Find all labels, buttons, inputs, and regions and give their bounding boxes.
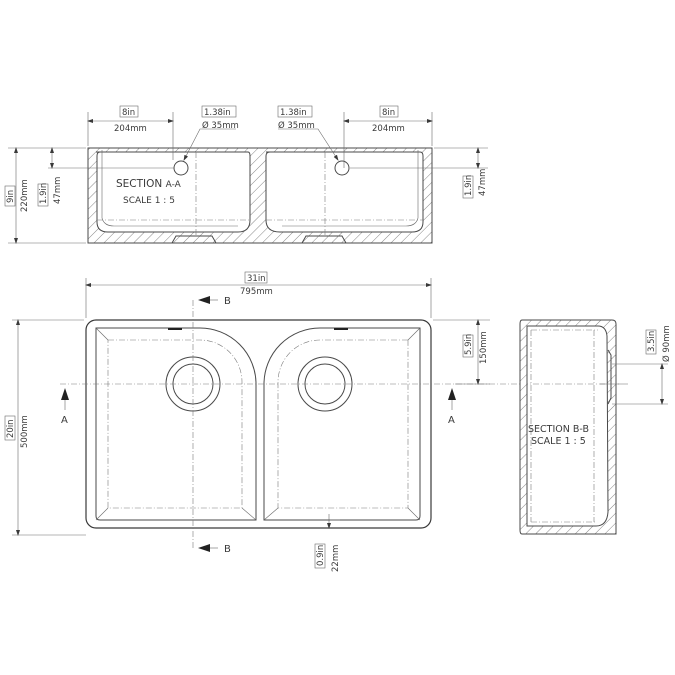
left-hole-depth-in: 1.9in: [39, 183, 49, 204]
sink-outline: [85, 319, 432, 529]
section-a-a-scale: SCALE 1 : 5: [123, 196, 175, 206]
overall-width-mm: 795mm: [240, 287, 273, 297]
left-hole-in: 1.38in: [204, 108, 231, 118]
bottom-mm: 22mm: [331, 545, 341, 572]
section-b-b-title: SECTION B-B: [528, 424, 589, 435]
overflow-hole-left: [173, 160, 189, 176]
right-width-mm: 204mm: [372, 124, 405, 134]
section-marker-b-top: B: [224, 296, 231, 307]
section-a-a-title: SECTION A-A: [116, 178, 182, 190]
right-width-in: 8in: [382, 108, 395, 118]
height-mm: 220mm: [20, 179, 30, 212]
left-hole-mm: Ø 35mm: [202, 120, 239, 131]
right-hole-mm: Ø 35mm: [278, 120, 315, 131]
section-b-b-view: SECTION B-B SCALE 1 : 5 3.5in Ø 90mm: [519, 319, 672, 535]
drain-offset-in: 5.9in: [464, 334, 474, 355]
right-hole-depth-in: 1.9in: [464, 175, 474, 196]
overall-depth-in: 20in: [6, 419, 16, 438]
section-marker-a-right: A: [448, 415, 455, 426]
drain-mm: Ø 90mm: [661, 325, 672, 362]
left-hole-depth-mm: 47mm: [53, 177, 63, 204]
overall-width-in: 31in: [247, 274, 266, 284]
left-bowl: [95, 327, 257, 521]
bottom-in: 0.9in: [316, 545, 326, 566]
drain-in: 3.5in: [647, 331, 657, 352]
section-b-b-scale: SCALE 1 : 5: [531, 436, 586, 447]
section-b-b-shell: [519, 319, 617, 535]
right-hole-depth-mm: 47mm: [478, 169, 488, 196]
drain-offset-mm: 150mm: [479, 331, 489, 364]
left-width-in: 8in: [122, 108, 135, 118]
height-in: 9in: [6, 190, 16, 203]
right-hole-in: 1.38in: [280, 108, 307, 118]
overflow-hole-right: [334, 160, 350, 176]
section-a-a-shell: [87, 147, 433, 244]
plan-view: B B A A 31in 795mm 20in 500mm 5.9in: [4, 271, 620, 572]
right-bowl: [263, 327, 421, 521]
section-a-a-view: SECTION A-A SCALE 1 : 5 8in 204mm 1.38in…: [4, 105, 488, 244]
section-marker-b-bottom: B: [224, 544, 231, 555]
left-width-mm: 204mm: [114, 124, 147, 134]
overall-depth-mm: 500mm: [20, 415, 30, 448]
section-marker-a-left: A: [61, 415, 68, 426]
